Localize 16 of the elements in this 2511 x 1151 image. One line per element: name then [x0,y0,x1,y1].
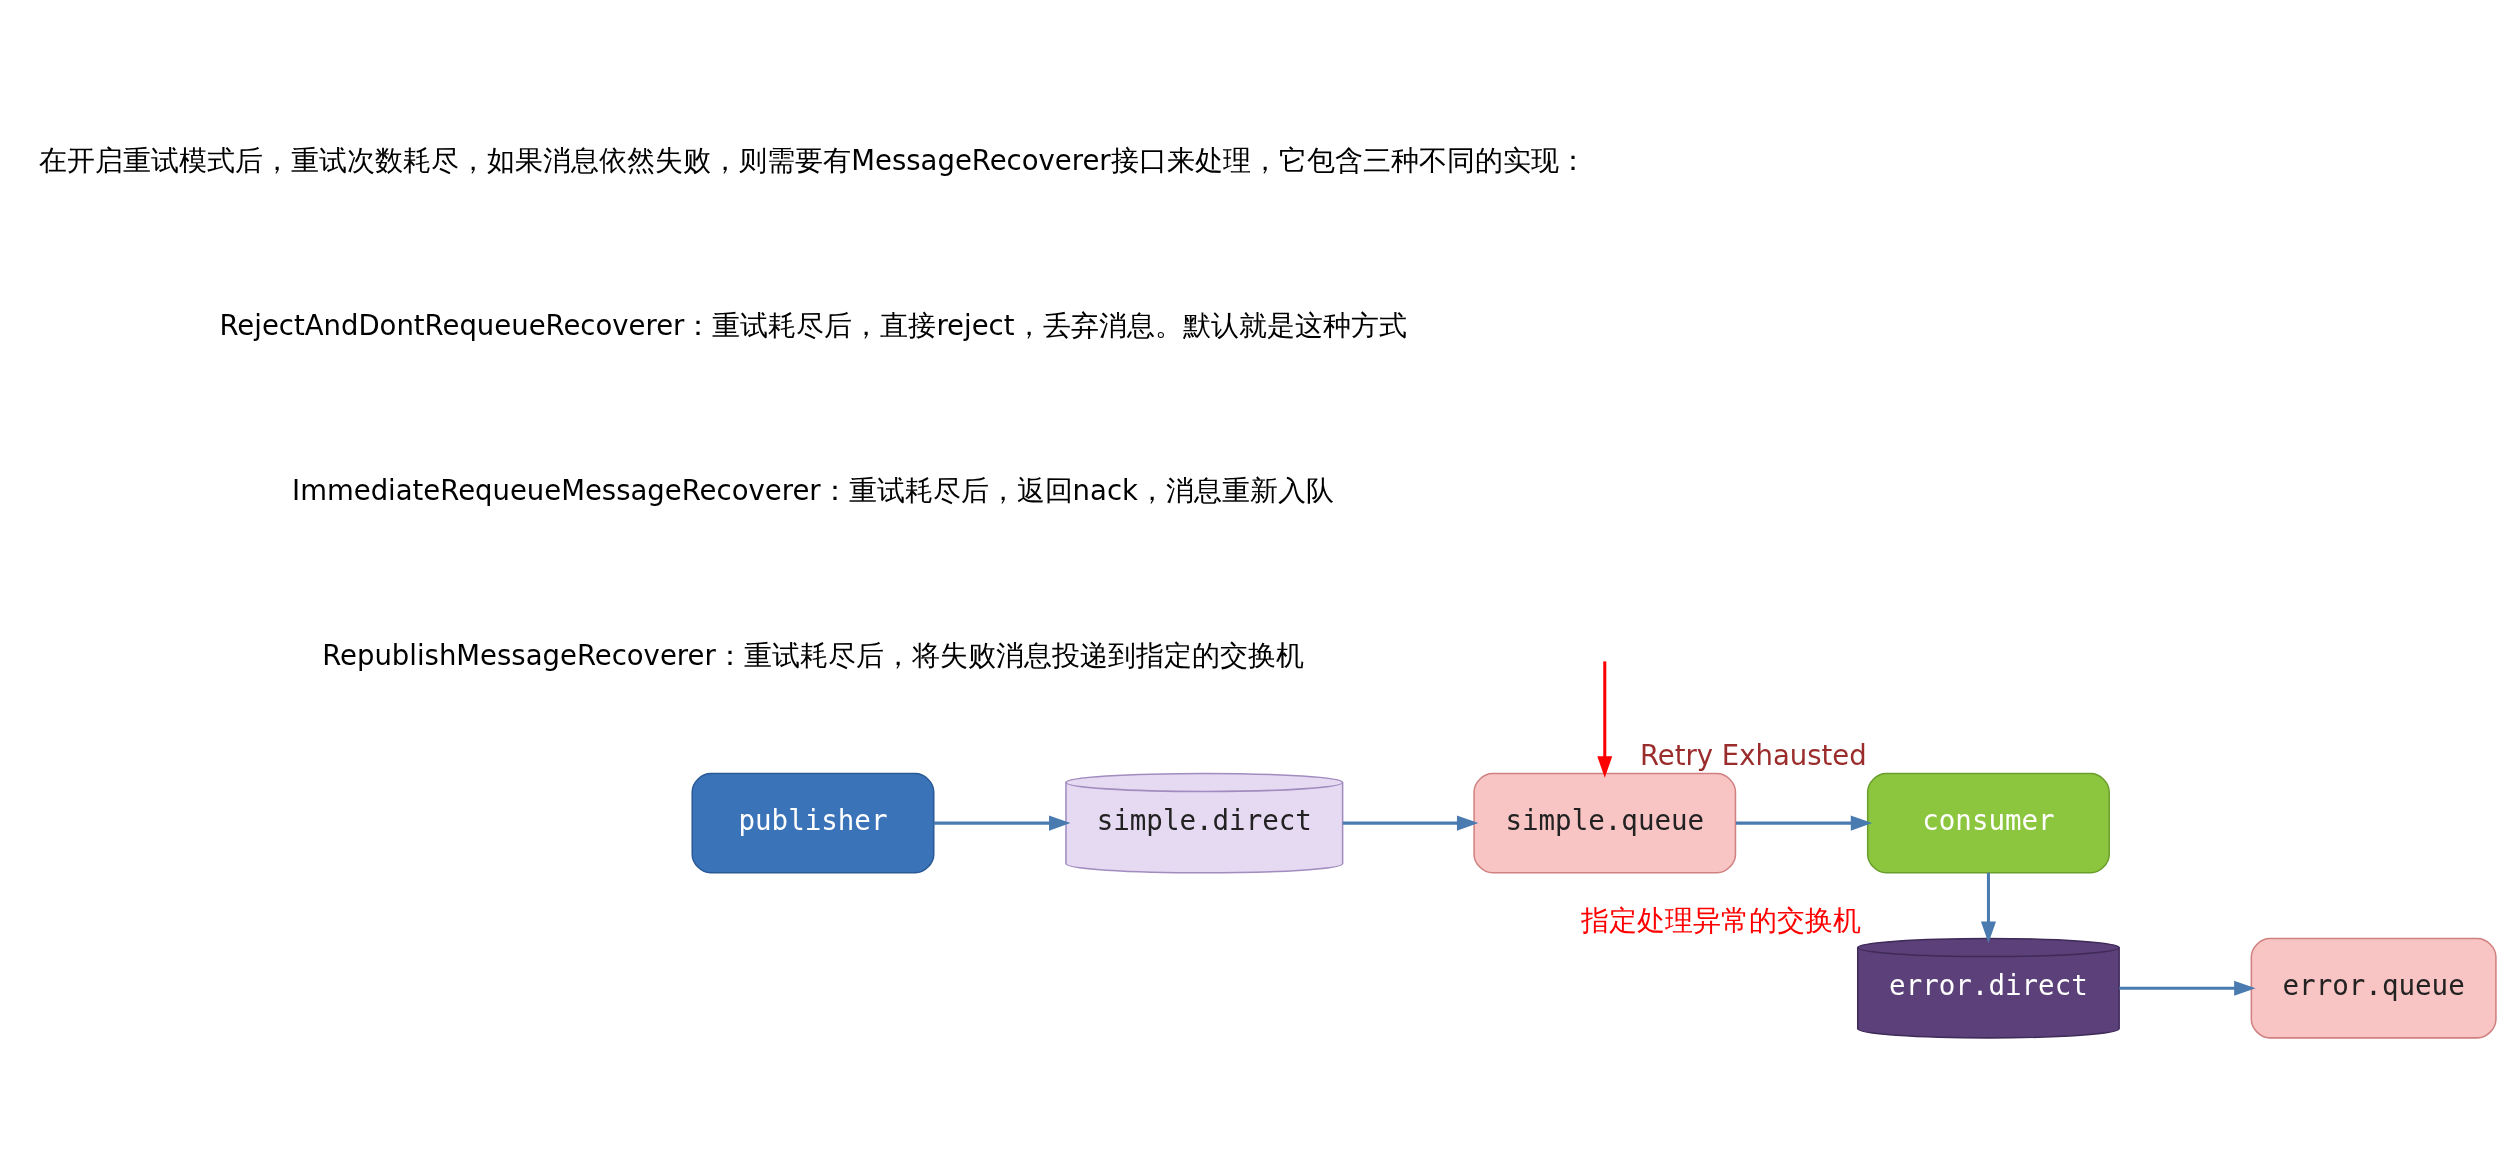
label: RejectAndDontRequeueRecoverer：重试耗尽后，直接reject，丢弃消息。默认就是这种方式 [219,308,1407,341]
node-box: error.queue [2250,937,2497,1039]
arrow [2119,980,2256,996]
node-box: publisher [691,772,935,874]
node-box: consumer [1866,772,2110,874]
label: RepublishMessageRecoverer：重试耗尽后，将失败消息投递到指定的交换机 [322,638,1304,671]
arrow [1597,661,1613,778]
label: 在开启重试模式后，重试次数耗尽，如果消息依然失败，则需要有MessageRecoverer接口来处理，它包含三种不同的实现： [39,143,1587,176]
node-label: Retry Exhausted [1639,738,1867,771]
arrow [1342,815,1479,831]
arrow [1980,872,1996,944]
node-box: simple.queue [1473,772,1737,874]
arrow [933,815,1071,831]
arrow [1735,815,1873,831]
node-label: 指定处理异常的交换机 [1581,903,1862,936]
label: ImmediateRequeueMessageRecoverer：重试耗尽后，返回nack，消息重新入队 [292,473,1334,506]
